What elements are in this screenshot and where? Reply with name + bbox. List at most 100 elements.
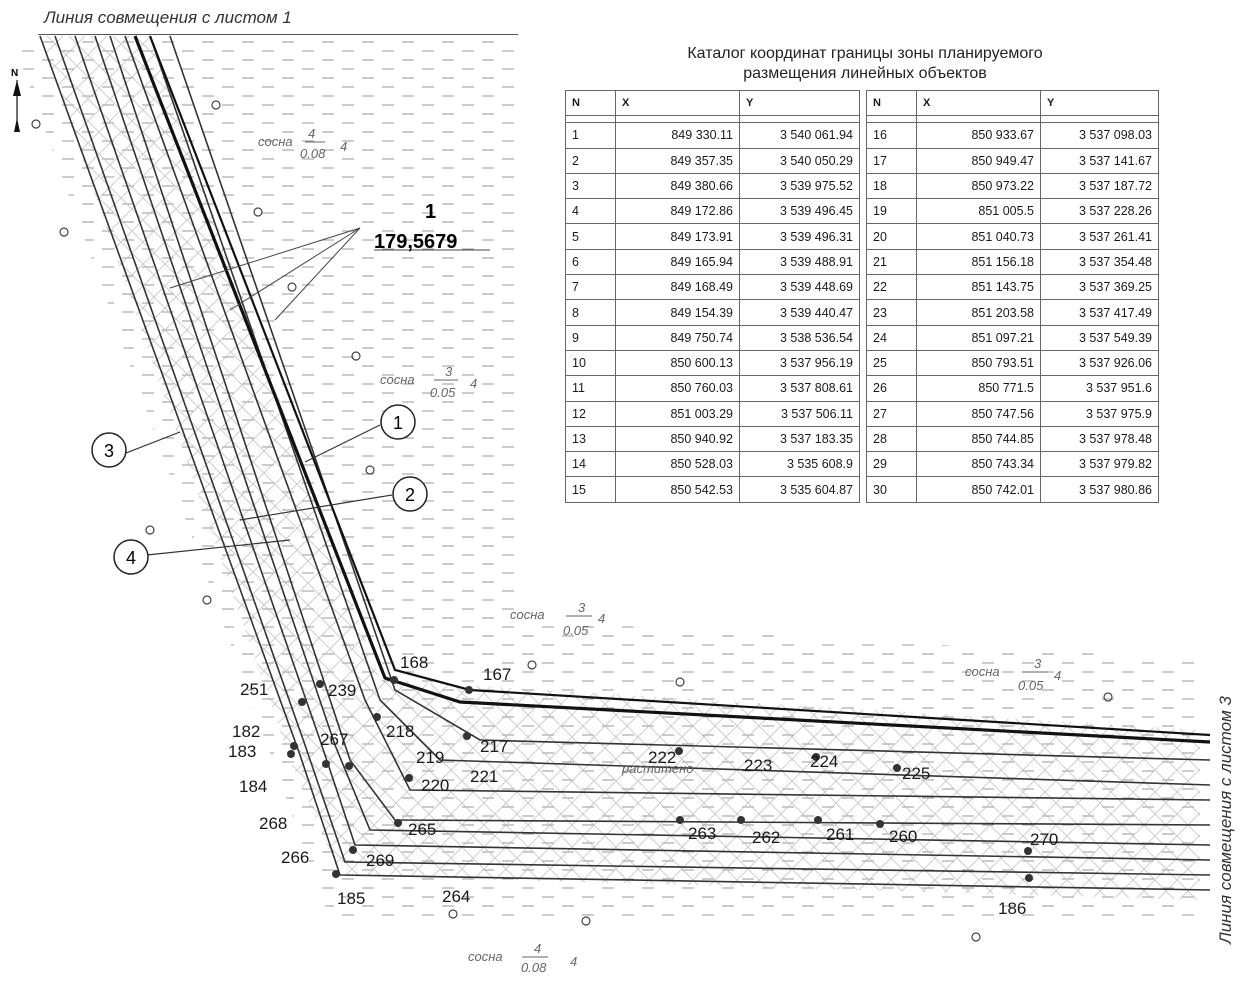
x-coordinate-cell: 849 330.11 [615, 122, 740, 149]
x-coordinate-cell: 850 747.56 [916, 400, 1041, 427]
point-number-cell: 8 [565, 299, 616, 326]
svg-text:4: 4 [340, 139, 347, 154]
x-coordinate-cell: 851 203.58 [916, 299, 1041, 326]
svg-text:3: 3 [445, 364, 453, 379]
y-coordinate-cell: 3 537 183.35 [739, 425, 860, 453]
circle-label-1: 1 [380, 404, 416, 440]
svg-text:0.05: 0.05 [1018, 678, 1044, 693]
svg-text:4: 4 [1054, 668, 1061, 683]
circle-label-2: 2 [392, 476, 428, 512]
y-coordinate-cell: 3 539 448.69 [739, 274, 860, 301]
point-number-cell: 1 [565, 122, 616, 149]
point-number-cell: 5 [565, 223, 616, 250]
x-coordinate-cell: 851 097.21 [916, 324, 1041, 351]
y-coordinate-cell: 3 537 980.86 [1040, 476, 1159, 503]
point-label: 239 [328, 681, 356, 700]
point-number-cell: 24 [866, 324, 917, 351]
svg-text:3: 3 [1034, 656, 1042, 671]
point-number-cell: 21 [866, 248, 917, 276]
y-coordinate-cell: 3 537 417.49 [1040, 299, 1159, 326]
column-header-y: Y [739, 89, 860, 117]
y-coordinate-cell: 3 539 440.47 [739, 299, 860, 326]
y-coordinate-cell: 3 537 141.67 [1040, 147, 1159, 174]
column-header-n: N [866, 89, 917, 117]
point-number-cell: 25 [866, 349, 917, 377]
point-label: 168 [400, 653, 428, 672]
point-number-cell: 30 [866, 476, 917, 503]
y-coordinate-cell: 3 540 061.94 [739, 122, 860, 149]
svg-text:4: 4 [598, 611, 605, 626]
svg-text:2: 2 [405, 485, 415, 505]
column-header-n: N [565, 89, 616, 117]
point-number-cell: 18 [866, 172, 917, 200]
x-coordinate-cell: 850 742.01 [916, 476, 1041, 503]
point-label: 261 [826, 825, 854, 844]
y-coordinate-cell: 3 540 050.29 [739, 147, 860, 174]
parcel-area: 179,5679 [374, 231, 457, 253]
point-number-cell: 9 [565, 324, 616, 351]
point-number-cell: 11 [565, 375, 616, 402]
y-coordinate-cell: 3 537 506.11 [739, 400, 860, 427]
boundary-line [133, 35, 1211, 744]
svg-text:0.05: 0.05 [563, 623, 589, 638]
y-coordinate-cell: 3 535 604.87 [739, 476, 860, 503]
x-coordinate-cell: 849 380.66 [615, 172, 740, 200]
x-coordinate-cell: 850 949.47 [916, 147, 1041, 174]
point-label: 270 [1030, 830, 1058, 849]
point-number-cell: 26 [866, 375, 917, 402]
coordinate-catalog: Каталог координат границы зоны планируем… [565, 44, 1165, 503]
point-number-cell: 23 [866, 299, 917, 326]
x-coordinate-cell: 849 154.39 [615, 299, 740, 326]
x-coordinate-cell: 850 743.34 [916, 451, 1041, 478]
x-coordinate-cell: 849 173.91 [615, 223, 740, 250]
column-header-x: X [916, 89, 1041, 117]
y-coordinate-cell: 3 537 098.03 [1040, 122, 1159, 149]
column-header-x: X [615, 89, 740, 117]
y-coordinate-cell: 3 537 549.39 [1040, 324, 1159, 351]
point-number-cell: 20 [866, 223, 917, 250]
x-coordinate-cell: 851 156.18 [916, 248, 1041, 276]
point-label: 223 [744, 756, 772, 775]
point-number-cell: 16 [866, 122, 917, 149]
y-coordinate-cell: 3 537 808.61 [739, 375, 860, 402]
point-number-cell: 10 [565, 349, 616, 377]
circle-label-4: 4 [113, 539, 149, 575]
veg-label-sosna: сосна [258, 134, 293, 149]
point-number-cell: 27 [866, 400, 917, 427]
svg-text:3: 3 [104, 441, 114, 461]
y-coordinate-cell: 3 537 978.48 [1040, 425, 1159, 453]
point-number-cell: 7 [565, 274, 616, 301]
x-coordinate-cell: 851 143.75 [916, 274, 1041, 301]
point-number-cell: 28 [866, 425, 917, 453]
y-coordinate-cell: 3 537 956.19 [739, 349, 860, 377]
point-label: 186 [998, 899, 1026, 918]
point-label: 260 [889, 827, 917, 846]
y-coordinate-cell: 3 539 975.52 [739, 172, 860, 200]
point-number-cell: 19 [866, 198, 917, 225]
x-coordinate-cell: 850 760.03 [615, 375, 740, 402]
tree-markers [31, 100, 1113, 942]
x-coordinate-cell: 850 600.13 [615, 349, 740, 377]
y-coordinate-cell: 3 537 975.9 [1040, 400, 1159, 427]
point-label: 225 [902, 764, 930, 783]
point-label: 222 [648, 748, 676, 767]
point-number-cell: 14 [565, 451, 616, 478]
y-coordinate-cell: 3 535 608.9 [739, 451, 860, 478]
point-label: 265 [408, 820, 436, 839]
svg-text:4: 4 [570, 954, 577, 969]
point-label: 217 [480, 737, 508, 756]
